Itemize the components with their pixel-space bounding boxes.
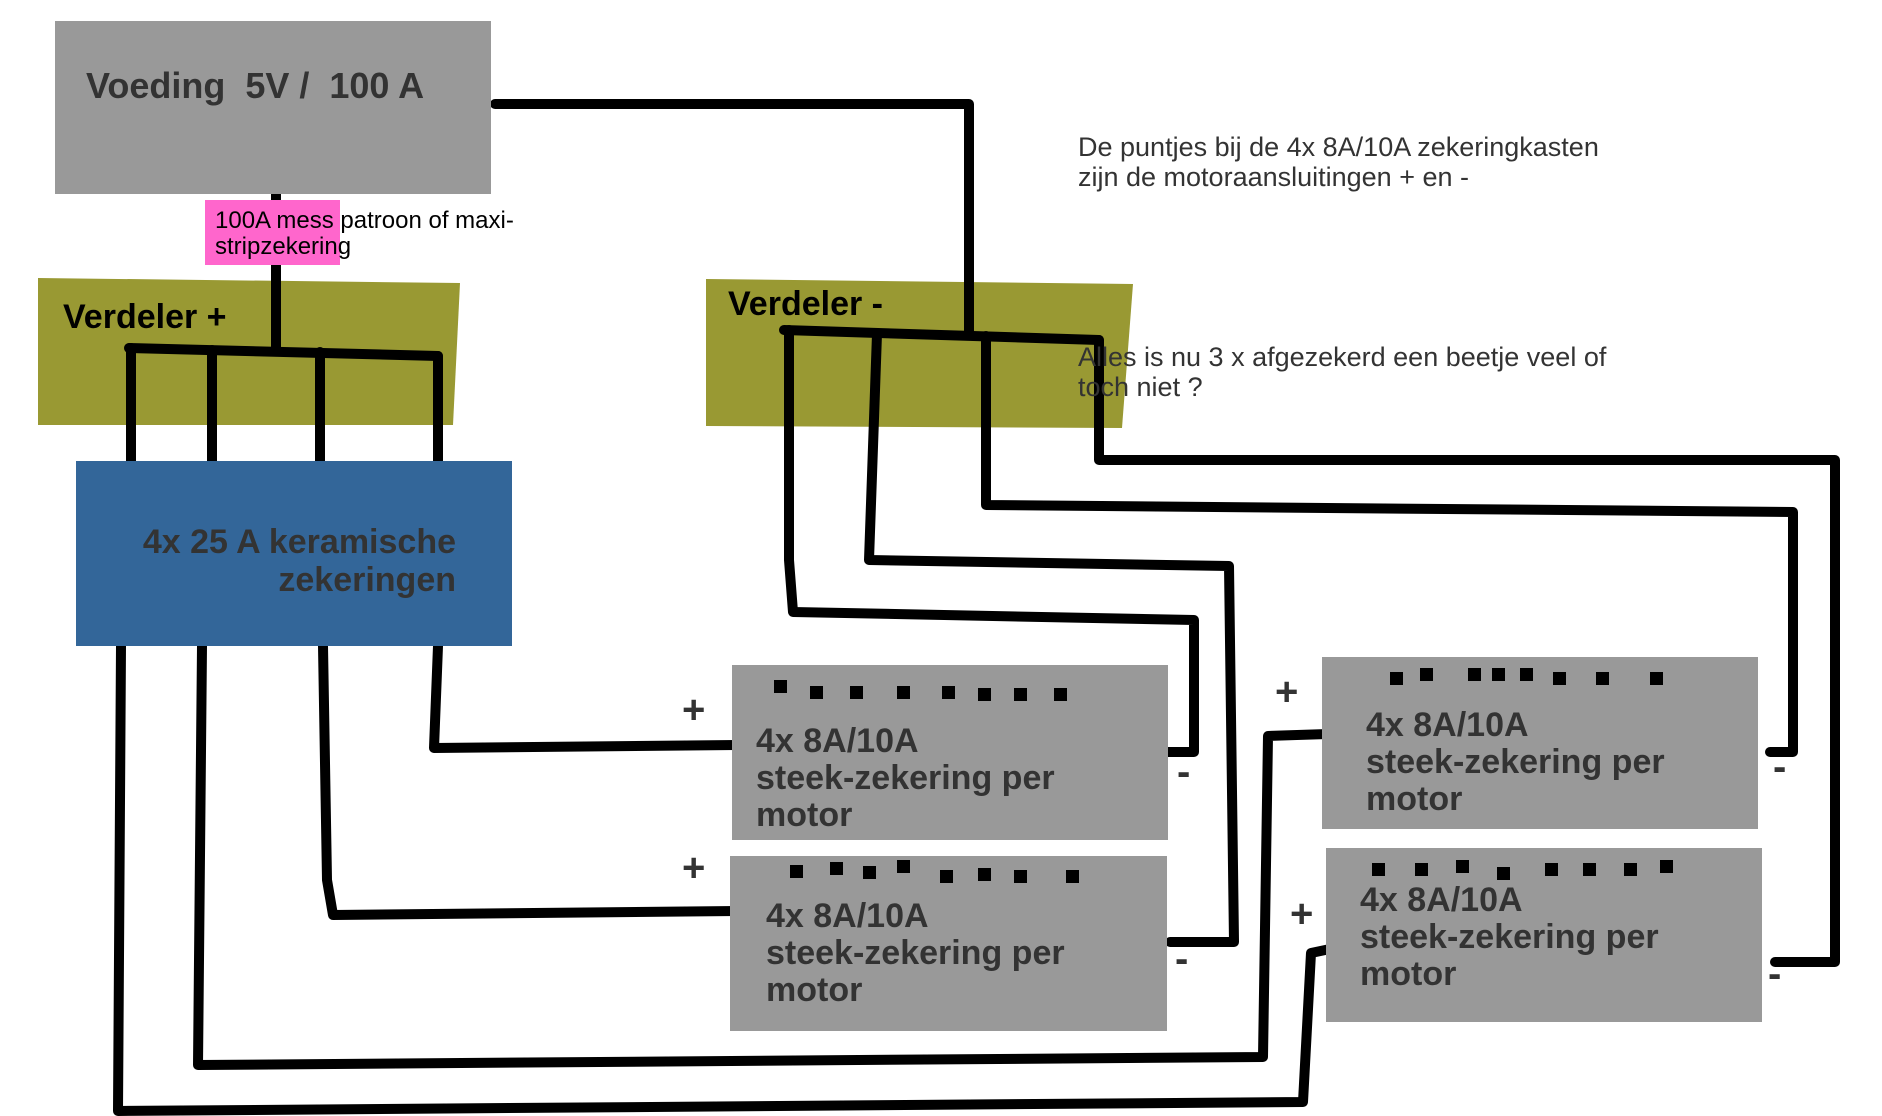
motor-terminal-dot <box>897 686 910 699</box>
minus-sign: - <box>1773 745 1787 789</box>
blade-fuse-box-3-label: 4x 8A/10A steek-zekering per motor <box>1366 706 1665 818</box>
blade-fuse-box-4-label: 4x 8A/10A steek-zekering per motor <box>1360 881 1659 993</box>
motor-terminal-dot <box>1066 870 1079 883</box>
motor-terminal-dot <box>863 866 876 879</box>
blade-fuse-box-3: 4x 8A/10A steek-zekering per motor <box>1322 657 1758 829</box>
wire-minus-bus <box>779 325 1104 345</box>
motor-terminal-dot <box>1492 668 1505 681</box>
motor-terminal-dot <box>1497 867 1510 880</box>
motor-terminal-dot <box>978 688 991 701</box>
motor-terminal-dot <box>790 865 803 878</box>
motor-terminal-dot <box>1372 863 1385 876</box>
motor-terminal-dot <box>1596 672 1609 685</box>
motor-terminal-dot <box>850 686 863 699</box>
motor-terminal-dot <box>1583 863 1596 876</box>
power-supply-label: Voeding 5V / 100 A <box>86 65 425 106</box>
ceramic-fuses-label-line2: zekeringen <box>278 561 456 599</box>
motor-terminal-dot <box>940 870 953 883</box>
note-paragraph-1: De puntjes bij de 4x 8A/10A zekeringkast… <box>1078 132 1599 192</box>
ceramic-fuses-label-line1: 4x 25 A keramische <box>142 523 456 561</box>
wires <box>113 99 1840 1116</box>
motor-terminal-dot <box>1660 860 1673 873</box>
minus-sign: - <box>1175 937 1189 981</box>
plus-sign: + <box>1290 892 1314 936</box>
motor-terminal-dot <box>1456 860 1469 873</box>
motor-terminal-dot <box>1545 863 1558 876</box>
wire-fuse2-to-boxB <box>318 641 742 920</box>
distributor-minus-label: Verdeler - <box>728 285 883 323</box>
wire-minus-4 <box>1094 335 1840 967</box>
distributor-minus-bar <box>706 279 1133 428</box>
motor-terminal-dot <box>1650 672 1663 685</box>
plus-sign: + <box>1275 670 1299 714</box>
minus-sign: - <box>1177 750 1191 794</box>
plus-sign: + <box>682 846 706 890</box>
wire-fuse3-to-boxC <box>193 641 1333 1070</box>
wire-supply-to-minus <box>490 99 974 338</box>
wire-plus-bus <box>124 343 443 361</box>
motor-terminal-dot <box>1390 672 1403 685</box>
plus-sign: + <box>682 688 706 732</box>
blade-fuse-box-2-label: 4x 8A/10A steek-zekering per motor <box>766 897 1065 1009</box>
motor-terminal-dot <box>1014 688 1027 701</box>
wire-fuse1-to-boxA <box>429 641 742 753</box>
wire-minus-2 <box>864 329 1239 947</box>
motor-terminal-dot <box>810 686 823 699</box>
motor-terminal-dot <box>1624 863 1637 876</box>
motor-terminal-dot <box>830 862 843 875</box>
wire-fuse4-to-boxD <box>113 641 1335 1116</box>
motor-terminal-dot <box>1415 863 1428 876</box>
blade-fuse-box-1-label: 4x 8A/10A steek-zekering per motor <box>756 722 1055 834</box>
motor-terminal-dot <box>1468 668 1481 681</box>
note-paragraph-2: Alles is nu 3 x afgezekerd een beetje ve… <box>1078 342 1607 402</box>
motor-terminal-dot <box>1054 688 1067 701</box>
motor-terminal-dot <box>1420 668 1433 681</box>
wire-minus-1 <box>784 325 1199 757</box>
wire-minus-3 <box>981 331 1798 757</box>
motor-terminal-dot <box>774 680 787 693</box>
motor-terminal-dot <box>1553 672 1566 685</box>
blade-fuse-box-2: 4x 8A/10A steek-zekering per motor <box>730 856 1167 1031</box>
motor-terminal-dot <box>942 686 955 699</box>
motor-terminal-dot <box>897 860 910 873</box>
main-fuse-label: 100A mess patroon of maxi- stripzekering <box>215 207 514 260</box>
explanation-note: De puntjes bij de 4x 8A/10A zekeringkast… <box>1078 72 1606 432</box>
ceramic-fuses-label: 4x 25 A keramische zekeringen <box>76 523 456 599</box>
motor-terminal-dot <box>1014 870 1027 883</box>
motor-terminal-dot <box>1520 668 1533 681</box>
minus-sign: - <box>1768 952 1782 996</box>
blade-fuse-box-4: 4x 8A/10A steek-zekering per motor <box>1326 848 1762 1022</box>
motor-terminal-dot <box>978 868 991 881</box>
power-supply-box: Voeding 5V / 100 A <box>55 21 491 194</box>
main-fuse-highlight <box>205 200 340 265</box>
distributor-plus-label: Verdeler + <box>63 298 227 336</box>
ceramic-fuses-box <box>76 461 512 646</box>
